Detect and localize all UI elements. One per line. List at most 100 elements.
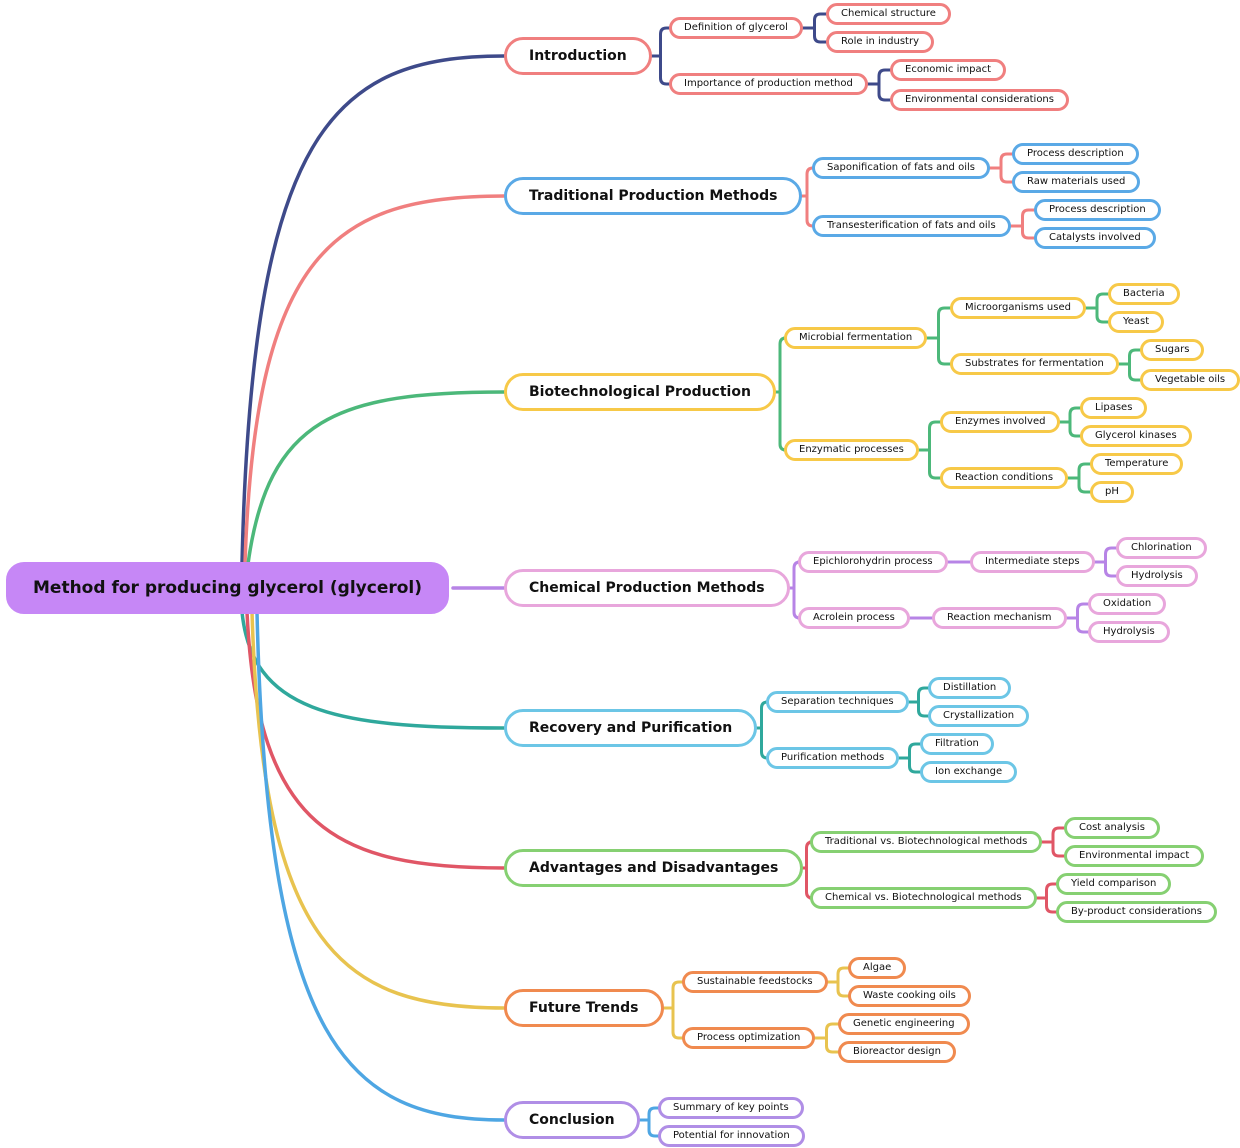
node-process-description-2[interactable]: Process description <box>1034 199 1161 221</box>
node-ph[interactable]: pH <box>1090 481 1134 503</box>
node-role-in-industry[interactable]: Role in industry <box>826 31 934 53</box>
node-substrates-for-fermentation[interactable]: Substrates for fermentation <box>950 353 1119 375</box>
edge-branches-2-children-0-children-0-children-1 <box>1084 306 1110 324</box>
edge-branches-4-children-1-children-0 <box>897 742 922 760</box>
node-bacteria[interactable]: Bacteria <box>1108 283 1180 305</box>
node-process-description-1[interactable]: Process description <box>1012 143 1139 165</box>
node-transesterification[interactable]: Transesterification of fats and oils <box>812 215 1011 237</box>
node-oxidation[interactable]: Oxidation <box>1088 593 1167 615</box>
node-importance-of-production-method[interactable]: Importance of production method <box>669 73 868 95</box>
root-node[interactable]: Method for producing glycerol (glycerol) <box>6 562 450 614</box>
node-economic-impact[interactable]: Economic impact <box>890 59 1007 81</box>
node-algae[interactable]: Algae <box>848 957 907 979</box>
node-hydrolysis-1[interactable]: Hydrolysis <box>1116 565 1198 587</box>
branch-advantages-and-disadvantages[interactable]: Advantages and Disadvantages <box>504 849 804 887</box>
node-enzymatic-processes[interactable]: Enzymatic processes <box>784 439 919 461</box>
edge-branches-2-children-0-children-1-children-0 <box>1117 348 1142 366</box>
node-environmental-considerations[interactable]: Environmental considerations <box>890 89 1069 111</box>
node-raw-materials-used[interactable]: Raw materials used <box>1012 171 1141 193</box>
edge-root-to-branch-6 <box>250 610 506 1010</box>
node-summary-of-key-points[interactable]: Summary of key points <box>658 1097 804 1119</box>
edge-root-to-branch-4 <box>240 610 506 730</box>
branch-biotechnological-production[interactable]: Biotechnological Production <box>504 373 776 411</box>
edge-branches-0-children-0-children-0 <box>801 12 828 30</box>
branch-future-trends[interactable]: Future Trends <box>504 989 664 1027</box>
edge-branches-2-children-1-children-0-children-0 <box>1058 406 1082 424</box>
edge-branches-4-children-0-children-1 <box>907 700 930 718</box>
branch-traditional-production-methods[interactable]: Traditional Production Methods <box>504 177 803 215</box>
branch-recovery-and-purification[interactable]: Recovery and Purification <box>504 709 758 747</box>
node-definition-of-glycerol[interactable]: Definition of glycerol <box>669 17 803 39</box>
node-potential-for-innovation[interactable]: Potential for innovation <box>658 1125 805 1147</box>
branch-conclusion[interactable]: Conclusion <box>504 1101 640 1139</box>
edge-branches-4-children-0-children-0 <box>907 686 930 704</box>
edge-branches-0-children-1-children-1 <box>866 82 892 102</box>
node-enzymes-involved[interactable]: Enzymes involved <box>940 411 1061 433</box>
node-temperature[interactable]: Temperature <box>1090 453 1184 475</box>
node-yeast[interactable]: Yeast <box>1108 311 1165 333</box>
node-separation-techniques[interactable]: Separation techniques <box>766 691 909 713</box>
edge-branches-0-children-0-children-1 <box>801 26 828 44</box>
node-yield-comparison[interactable]: Yield comparison <box>1056 873 1172 895</box>
edge-branches-6-children-0-children-1 <box>826 980 850 998</box>
edge-branches-2-children-1-children-1-children-0 <box>1066 462 1092 480</box>
branch-introduction[interactable]: Introduction <box>504 37 652 75</box>
edge-branches-1-children-0 <box>800 166 814 198</box>
node-genetic-engineering[interactable]: Genetic engineering <box>838 1013 970 1035</box>
node-crystallization[interactable]: Crystallization <box>928 705 1030 727</box>
edge-branches-2-children-0-children-1 <box>925 336 952 366</box>
node-chemical-structure[interactable]: Chemical structure <box>826 3 951 25</box>
node-purification-methods[interactable]: Purification methods <box>766 747 900 769</box>
node-reaction-mechanism[interactable]: Reaction mechanism <box>932 607 1067 629</box>
node-distillation[interactable]: Distillation <box>928 677 1012 699</box>
node-saponification[interactable]: Saponification of fats and oils <box>812 157 990 179</box>
edge-root-to-branch-2 <box>246 390 506 566</box>
node-lipases[interactable]: Lipases <box>1080 397 1148 419</box>
node-bioreactor-design[interactable]: Bioreactor design <box>838 1041 956 1063</box>
edge-branches-5-children-1-children-1 <box>1035 896 1058 914</box>
node-intermediate-steps[interactable]: Intermediate steps <box>970 551 1095 573</box>
edge-root-to-branch-7 <box>255 610 506 1122</box>
node-chemical-vs-biotech[interactable]: Chemical vs. Biotechnological methods <box>810 887 1037 909</box>
node-filtration[interactable]: Filtration <box>920 733 994 755</box>
node-ion-exchange[interactable]: Ion exchange <box>920 761 1018 783</box>
edge-root-to-branch-5 <box>245 610 506 870</box>
node-process-optimization[interactable]: Process optimization <box>682 1027 816 1049</box>
edge-branches-2-children-0-children-0 <box>925 306 952 340</box>
node-environmental-impact[interactable]: Environmental impact <box>1064 845 1205 867</box>
node-hydrolysis-2[interactable]: Hydrolysis <box>1088 621 1170 643</box>
edge-branches-4-children-1-children-1 <box>897 756 922 774</box>
edge-branches-6-children-1-children-0 <box>813 1022 840 1040</box>
edge-branches-2-children-1-children-1 <box>917 448 942 480</box>
node-by-product-considerations[interactable]: By-product considerations <box>1056 901 1217 923</box>
edge-branches-3-children-0-children-0-children-1 <box>1093 560 1118 578</box>
node-traditional-vs-biotech[interactable]: Traditional vs. Biotechnological methods <box>810 831 1043 853</box>
node-glycerol-kinases[interactable]: Glycerol kinases <box>1080 425 1192 447</box>
edge-branches-2-children-0 <box>774 336 787 394</box>
node-microbial-fermentation[interactable]: Microbial fermentation <box>784 327 928 349</box>
node-microorganisms-used[interactable]: Microorganisms used <box>950 297 1086 319</box>
edge-branches-2-children-0-children-0-children-0 <box>1084 292 1110 310</box>
node-epichlorohydrin-process[interactable]: Epichlorohydrin process <box>798 551 948 573</box>
node-vegetable-oils[interactable]: Vegetable oils <box>1140 369 1240 391</box>
node-reaction-conditions[interactable]: Reaction conditions <box>940 467 1069 489</box>
node-chlorination[interactable]: Chlorination <box>1116 537 1207 559</box>
edge-branches-7-children-1 <box>638 1118 660 1138</box>
edge-branches-7-children-0 <box>638 1106 660 1122</box>
edge-branches-3-children-1-children-0-children-1 <box>1065 616 1090 634</box>
edge-branches-6-children-0-children-0 <box>826 966 850 984</box>
edge-branches-2-children-1-children-1-children-1 <box>1066 476 1092 494</box>
edge-root-to-branch-1 <box>243 194 506 566</box>
edge-root-to-branch-0 <box>240 54 506 566</box>
node-acrolein-process[interactable]: Acrolein process <box>798 607 910 629</box>
edge-branches-1-children-0-children-0 <box>988 152 1014 170</box>
edge-branches-5-children-0-children-0 <box>1040 826 1066 844</box>
edge-branches-2-children-1-children-0-children-1 <box>1058 420 1082 438</box>
node-waste-cooking-oils[interactable]: Waste cooking oils <box>848 985 971 1007</box>
node-sustainable-feedstocks[interactable]: Sustainable feedstocks <box>682 971 828 993</box>
node-cost-analysis[interactable]: Cost analysis <box>1064 817 1160 839</box>
node-catalysts-involved[interactable]: Catalysts involved <box>1034 227 1156 249</box>
edge-branches-5-children-1-children-0 <box>1035 882 1058 900</box>
node-sugars[interactable]: Sugars <box>1140 339 1205 361</box>
branch-chemical-production-methods[interactable]: Chemical Production Methods <box>504 569 790 607</box>
